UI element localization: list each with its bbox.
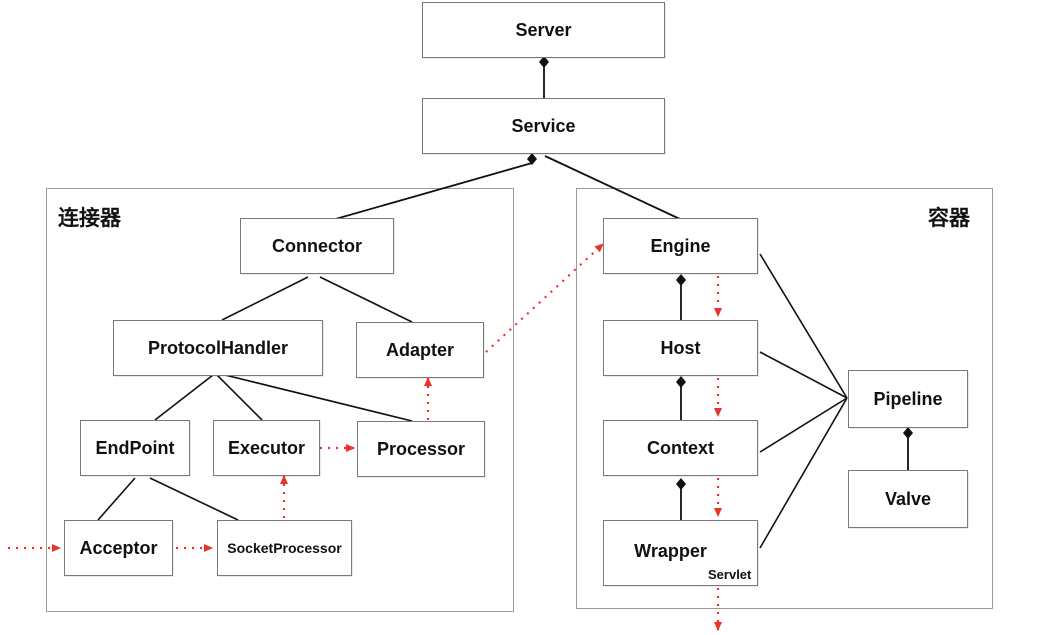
node-context: Context	[603, 420, 758, 476]
node-endpoint: EndPoint	[80, 420, 190, 476]
node-wrapper: Wrapper	[603, 520, 758, 586]
node-wrapper-label: Wrapper	[634, 541, 707, 561]
connector-group	[46, 188, 514, 612]
diamond-service	[527, 153, 537, 165]
container-group-label: 容器	[928, 206, 970, 230]
node-pipeline: Pipeline	[848, 370, 968, 428]
node-engine: Engine	[603, 218, 758, 274]
node-executor: Executor	[213, 420, 320, 476]
node-acceptor: Acceptor	[64, 520, 173, 576]
node-server: Server	[422, 2, 665, 58]
node-adapter: Adapter	[356, 322, 484, 378]
connector-group-label: 连接器	[58, 206, 121, 230]
node-connector: Connector	[240, 218, 394, 274]
node-socket-processor: SocketProcessor	[217, 520, 352, 576]
node-processor: Processor	[357, 421, 485, 477]
node-host: Host	[603, 320, 758, 376]
node-wrapper-sublabel: Servlet	[708, 567, 752, 582]
node-valve: Valve	[848, 470, 968, 528]
node-protocol-handler: ProtocolHandler	[113, 320, 323, 376]
container-group	[576, 188, 993, 609]
node-service: Service	[422, 98, 665, 154]
